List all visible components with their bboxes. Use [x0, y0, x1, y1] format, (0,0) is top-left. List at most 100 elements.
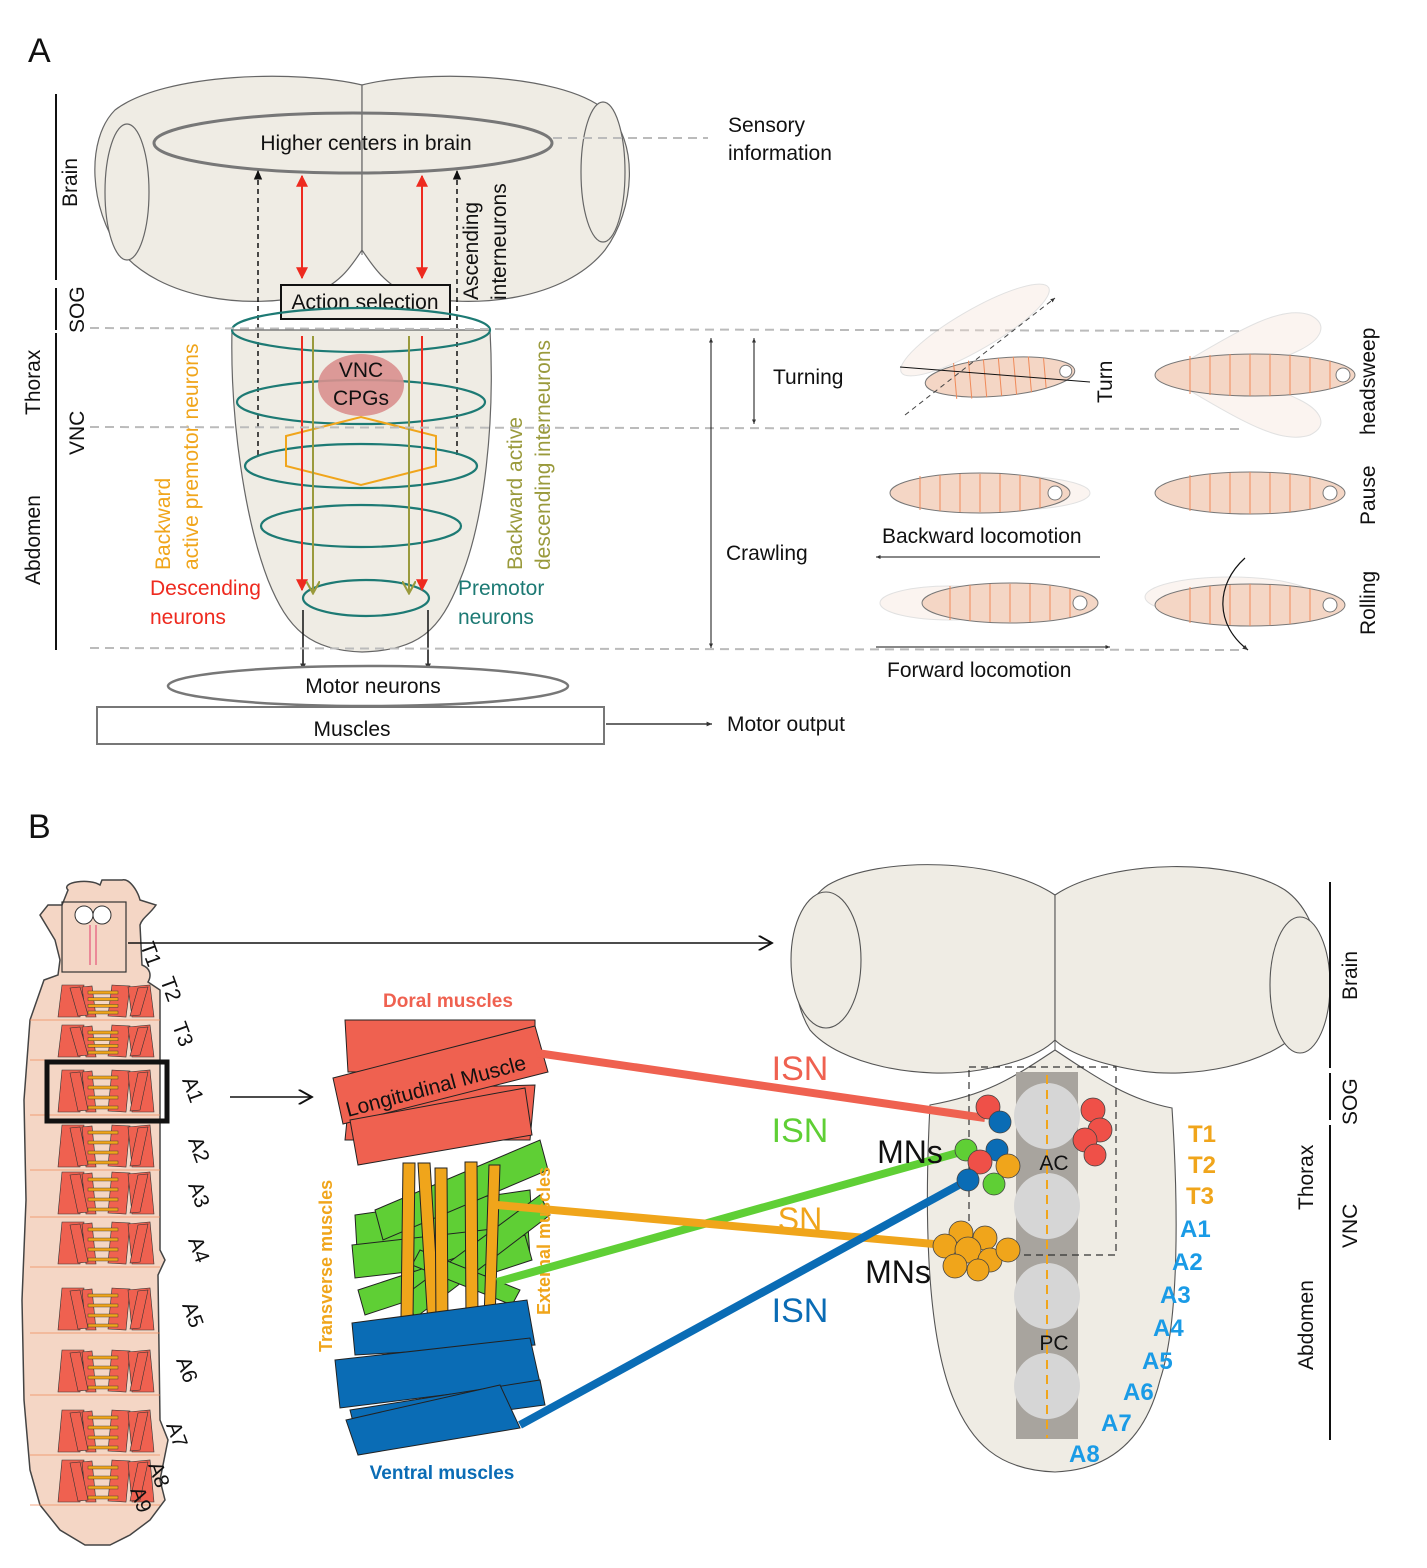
mn-cell-red — [1083, 1143, 1107, 1167]
dash-vnc — [89, 426, 1241, 430]
pc-label: PC — [1039, 1332, 1068, 1355]
brain-left-lobe-b — [794, 864, 1056, 1074]
larva-ghost — [900, 283, 1050, 377]
mn-cell-green — [982, 1172, 1006, 1196]
premotor-ring — [230, 306, 492, 354]
abdominal-segment-label: A2 — [1172, 1249, 1203, 1276]
backward-desc-label: Backward active descending interneurons — [504, 340, 555, 570]
vnc-neuromeres — [1014, 1083, 1080, 1419]
panel-a-letter: A — [28, 32, 51, 70]
isn-red-nerve — [536, 1049, 986, 1122]
abdominal-segment-label: A7 — [1101, 1410, 1132, 1437]
premotor-ring — [301, 578, 431, 618]
region-abdomen-a: Abdomen — [22, 495, 45, 585]
crawling-label: Crawling — [726, 542, 808, 565]
sensory-label-1: Sensory — [728, 114, 806, 137]
brain-left-eye — [104, 123, 150, 261]
brain-outline-a — [94, 75, 630, 653]
mns-bottom-label: MNs — [865, 1254, 931, 1290]
sn-orange-nerve — [496, 1201, 946, 1249]
larva-segment-muscles — [30, 1171, 160, 1218]
isn-blue-label: ISN — [772, 1292, 829, 1330]
premotor-ring — [243, 442, 479, 490]
larva-segment-label: A3 — [183, 1179, 213, 1211]
larva-rolling: Rolling — [1144, 557, 1380, 651]
region-thorax-b: Thorax — [1295, 1144, 1318, 1210]
larva-segment-muscles — [30, 1221, 160, 1268]
external-orange-muscles — [400, 1161, 501, 1327]
thoracic-segment-label: T2 — [1188, 1152, 1216, 1179]
headsweep-label: headsweep — [1357, 328, 1380, 435]
backward-premotor-label: Backward active premotor neurons — [152, 344, 203, 570]
larva-pause: Pause — [1154, 465, 1380, 525]
backward-premotor-label-1: Backward — [152, 478, 175, 570]
larva-head-eye-left — [74, 905, 94, 925]
premotor-label-2: neurons — [458, 606, 534, 629]
rolling-arc — [1222, 557, 1249, 651]
dash-bottom — [89, 647, 1241, 651]
larva-segment-label: A5 — [177, 1299, 207, 1331]
mn-cell-orange — [995, 1237, 1021, 1263]
mns-top-label: MNs — [877, 1134, 943, 1170]
region-thorax-a: Thorax — [22, 349, 45, 415]
larva-head-eye-right — [92, 905, 112, 925]
dorsal-muscles — [332, 1019, 549, 1166]
premotor-rings — [230, 306, 492, 618]
larva-segment-label: A4 — [183, 1234, 214, 1266]
larva-forward: Forward locomotion — [876, 582, 1110, 682]
ventral-muscles — [334, 1299, 546, 1456]
mn-cell-orange — [942, 1253, 968, 1279]
region-brain-a: Brain — [59, 158, 82, 207]
region-vnc-a: VNC — [66, 411, 89, 455]
abdominal-segment-labels: A1 A2 A3 A4 A5 A6 A7 A8 — [1069, 1216, 1211, 1468]
forward-locomotion-label: Forward locomotion — [887, 659, 1071, 682]
ventral-muscles-label: Ventral muscles — [370, 1463, 515, 1484]
larva-segment-label: A1 — [177, 1074, 207, 1106]
mn-cell-orange — [966, 1258, 990, 1282]
mn-cells — [932, 1094, 1113, 1282]
vnc-cpg-label-2: CPGs — [333, 387, 389, 410]
abdominal-segment-label: A8 — [1069, 1441, 1100, 1468]
transverse-muscles-label: Transverse muscles — [316, 1180, 336, 1352]
thoracic-segment-labels: T1 T2 T3 — [1186, 1121, 1216, 1210]
brain-outline-b — [790, 864, 1331, 1473]
larva-backward: Backward locomotion — [876, 472, 1100, 559]
a1-highlight-box — [44, 1059, 170, 1124]
vnc-body-a — [231, 329, 492, 653]
ascending-label: Ascending interneurons — [460, 183, 511, 300]
isn-red-label: ISN — [772, 1050, 829, 1088]
mn-cell-red — [967, 1149, 993, 1175]
backward-locomotion-label: Backward locomotion — [882, 525, 1082, 548]
larva-segment-muscles — [30, 1024, 160, 1061]
isn-green-nerve — [495, 1146, 970, 1286]
premotor-label-1: Premotor — [458, 577, 544, 600]
motor-output-label: Motor output — [727, 713, 845, 736]
region-brain-b: Brain — [1339, 951, 1362, 1000]
thoracic-segment-label: T3 — [1186, 1183, 1214, 1210]
region-abdomen-b: Abdomen — [1295, 1280, 1318, 1370]
abdominal-segment-label: A1 — [1180, 1216, 1211, 1243]
rolling-label: Rolling — [1357, 571, 1380, 635]
turn-axis-dashed — [904, 297, 1056, 416]
larva-segment-muscles — [30, 1069, 160, 1116]
descending-label-1: Descending — [150, 577, 261, 600]
larva-segment-muscles — [30, 1459, 160, 1506]
mn-cell-blue — [956, 1168, 980, 1192]
muscles-label: Muscles — [313, 718, 390, 741]
larva-headsweep: headsweep — [1154, 312, 1380, 438]
thoracic-segment-label: T1 — [1188, 1121, 1216, 1148]
panel-b-letter: B — [28, 808, 51, 846]
ac-label: AC — [1039, 1152, 1068, 1175]
mn-cell-blue — [988, 1110, 1012, 1134]
higher-centers-ellipse — [152, 111, 554, 175]
motor-neurons-label: Motor neurons — [305, 675, 440, 698]
turning-label: Turning — [773, 366, 843, 389]
larva-segment-muscles — [30, 1124, 160, 1171]
region-sog-b: SOG — [1339, 1078, 1362, 1125]
brain-right-eye-b — [1269, 916, 1331, 1054]
region-vnc-b: VNC — [1339, 1204, 1362, 1248]
backward-desc-label-1: Backward active — [504, 417, 527, 570]
ascending-label-1: Ascending — [460, 202, 483, 300]
higher-centers-label: Higher centers in brain — [260, 132, 471, 155]
